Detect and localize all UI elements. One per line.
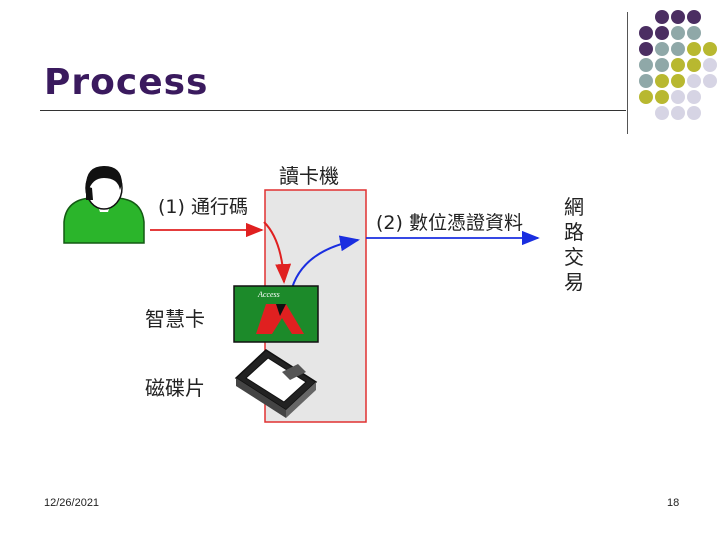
- decorative-dot: [671, 90, 685, 104]
- decorative-dot: [703, 74, 717, 88]
- decorative-dot: [671, 106, 685, 120]
- decorative-dot: [655, 10, 669, 24]
- decorative-dot-grid: [0, 0, 720, 140]
- card-to-reader-arrow: [291, 235, 360, 289]
- decorative-dot: [639, 42, 653, 56]
- title-vertical-divider: [627, 12, 628, 134]
- decorative-dot: [703, 58, 717, 72]
- slide-title: Process: [44, 62, 209, 103]
- smart-card-label: 智慧卡: [145, 307, 205, 331]
- decorative-dot: [687, 90, 701, 104]
- decorative-dot: [671, 10, 685, 24]
- decorative-dot: [655, 58, 669, 72]
- decorative-dot: [687, 42, 701, 56]
- card-brand-text: Access: [258, 290, 280, 299]
- network-label-char: 路: [564, 220, 584, 244]
- floppy-disk-icon: [234, 349, 318, 418]
- network-label-char: 易: [564, 270, 584, 294]
- decorative-dot: [671, 42, 685, 56]
- decorative-dot: [655, 26, 669, 40]
- decorative-dot: [639, 90, 653, 104]
- network-transaction-label: 網 路 交 易: [562, 195, 586, 295]
- network-label-char: 網: [564, 195, 584, 219]
- decorative-dot: [687, 58, 701, 72]
- decorative-dot: [671, 74, 685, 88]
- passcode-step-label: (1) 通行碼: [158, 196, 248, 218]
- floppy-disk-label: 磁碟片: [145, 376, 205, 400]
- decorative-dot: [639, 74, 653, 88]
- network-label-char: 交: [564, 245, 584, 269]
- user-person-icon: [63, 166, 145, 244]
- slide-page-number: 18: [667, 497, 680, 509]
- decorative-dot: [671, 26, 685, 40]
- decorative-dot: [655, 42, 669, 56]
- decorative-dot: [655, 106, 669, 120]
- decorative-dot: [655, 74, 669, 88]
- decorative-dot: [639, 26, 653, 40]
- decorative-dot: [687, 10, 701, 24]
- decorative-dot: [655, 90, 669, 104]
- decorative-dot: [671, 58, 685, 72]
- slide-date: 12/26/2021: [44, 497, 100, 509]
- title-horizontal-divider: [40, 110, 626, 111]
- decorative-dot: [639, 58, 653, 72]
- card-reader-label: 讀卡機: [279, 164, 339, 188]
- decorative-dot: [687, 74, 701, 88]
- decorative-dot: [687, 26, 701, 40]
- certificate-step-label: (2) 數位憑證資料: [376, 212, 523, 234]
- smart-card-icon: [233, 285, 319, 343]
- decorative-dot: [703, 42, 717, 56]
- reader-to-card-arrow: [263, 221, 292, 284]
- decorative-dot: [687, 106, 701, 120]
